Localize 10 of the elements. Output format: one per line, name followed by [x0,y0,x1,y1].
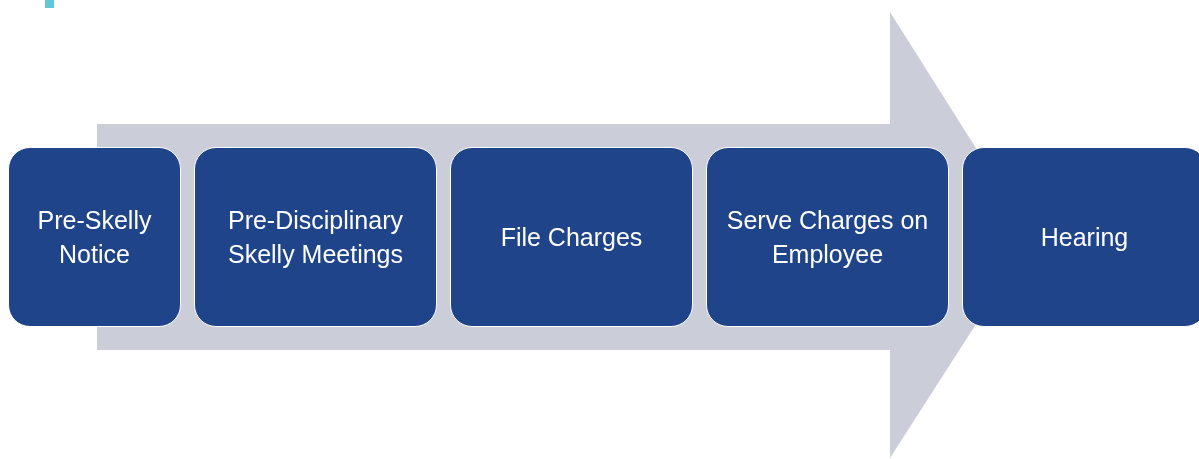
step-label: Serve Charges on Employee [725,204,930,270]
step-label: File Charges [499,221,644,253]
process-box [962,147,1199,327]
step-label: Pre-Skelly Notice [36,204,153,270]
step-label: Pre-Disciplinary Skelly Meetings [226,204,405,270]
process-box [706,147,949,327]
process-box [194,147,437,327]
process-box [450,147,693,327]
process-box [8,147,181,327]
step-label: Hearing [1039,221,1130,253]
